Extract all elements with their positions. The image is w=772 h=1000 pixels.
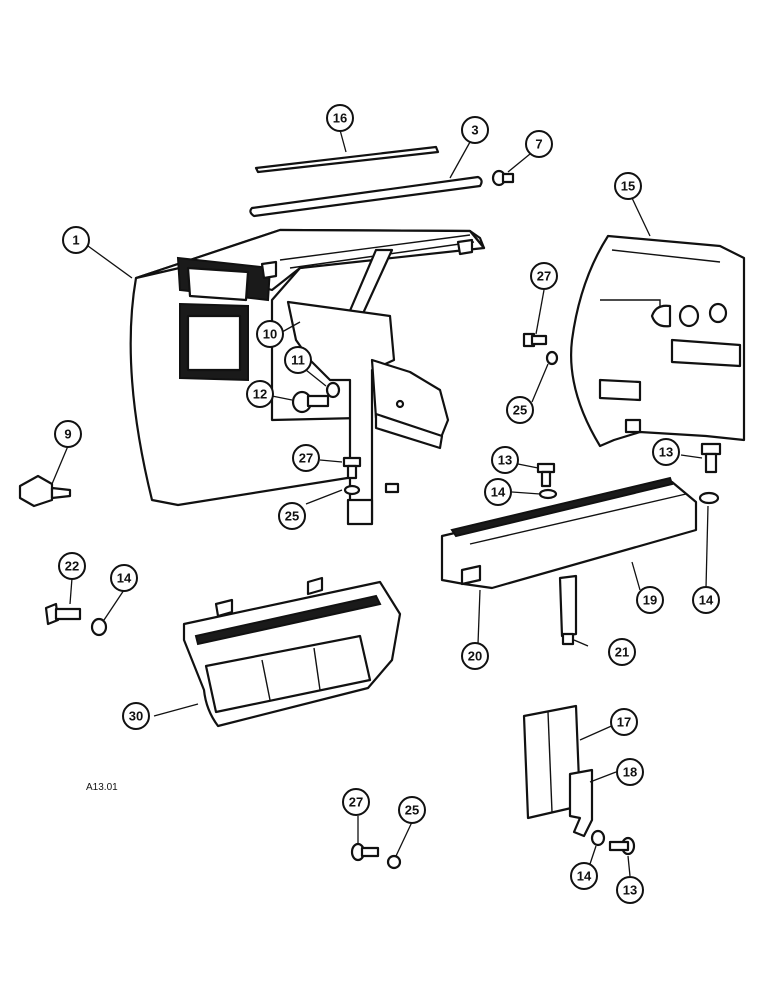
callout: 27: [342, 788, 370, 816]
part-13-bolt-right: [700, 442, 722, 474]
callout-label: 20: [468, 649, 482, 664]
callout: 20: [461, 642, 489, 670]
callout: 15: [614, 172, 642, 200]
callout-label: 25: [405, 803, 419, 818]
callout-label: 17: [617, 715, 631, 730]
part-7-screw: [491, 169, 515, 187]
part-27-bolt-bottom: [350, 842, 380, 862]
callout-label: 27: [349, 795, 363, 810]
callout: 22: [58, 552, 86, 580]
callout: 11: [284, 346, 312, 374]
callout: 13: [616, 876, 644, 904]
part-25-washer-center: [343, 484, 361, 496]
callout: 12: [246, 380, 274, 408]
callout: 25: [506, 396, 534, 424]
reference-code: A13.01: [86, 782, 118, 793]
part-30-lower-panel: [182, 576, 402, 728]
callout-label: 15: [621, 179, 635, 194]
callout: 10: [256, 320, 284, 348]
callout-label: 13: [498, 453, 512, 468]
callout-label: 14: [491, 485, 506, 500]
callout-label: 21: [615, 645, 629, 660]
callout: 7: [525, 130, 553, 158]
callout: 16: [326, 104, 354, 132]
callout-label: 27: [299, 451, 313, 466]
callout-label: 19: [643, 593, 657, 608]
part-18-clip: [568, 768, 594, 838]
part-1-main-panel: [129, 228, 486, 507]
callout-label: 9: [64, 427, 71, 442]
callout-label: 22: [65, 559, 79, 574]
callout: 27: [292, 444, 320, 472]
callout: 14: [110, 564, 138, 592]
callout: 25: [398, 796, 426, 824]
callout: 19: [636, 586, 664, 614]
callout: 30: [122, 702, 150, 730]
callout-label: 12: [253, 387, 267, 402]
callout: 27: [530, 262, 558, 290]
part-9-knob: [18, 474, 72, 508]
callout-label: 14: [699, 593, 714, 608]
callout: 14: [570, 862, 598, 890]
callout: 14: [692, 586, 720, 614]
callout: 1: [62, 226, 90, 254]
callout-label: 30: [129, 709, 143, 724]
part-3-rod: [249, 175, 483, 218]
callout-label: 16: [333, 111, 347, 126]
part-12-bolt: [291, 390, 330, 414]
part-15-side-panel: [570, 234, 746, 448]
callout-label: 1: [72, 233, 79, 248]
part-14-washer-mid: [538, 488, 558, 500]
part-27-bolt-center: [342, 456, 362, 480]
callout-label: 14: [577, 869, 592, 884]
part-21-post: [558, 574, 578, 646]
callout-label: 13: [623, 883, 637, 898]
part-13-bolt-bottom: [608, 836, 636, 856]
part-14-washer-bottom: [590, 829, 606, 847]
callout: 18: [616, 758, 644, 786]
callout: 25: [278, 502, 306, 530]
part-25-washer-right: [545, 350, 559, 366]
part-10-bracket: [286, 248, 450, 526]
callout-label: 25: [513, 403, 527, 418]
part-19-cover: [440, 476, 698, 590]
callout-label: 11: [291, 353, 305, 368]
callout-label: 18: [623, 765, 637, 780]
leader-lines: [51, 129, 709, 877]
callout: 17: [610, 708, 638, 736]
callout: 13: [491, 446, 519, 474]
callout: 9: [54, 420, 82, 448]
callout: 14: [484, 478, 512, 506]
callout-label: 7: [535, 137, 542, 152]
callout-label: 27: [537, 269, 551, 284]
callout-label: 14: [117, 571, 132, 586]
callout: 13: [652, 438, 680, 466]
part-13-bolt-mid: [536, 462, 556, 488]
callout: 21: [608, 638, 636, 666]
part-25-washer-bottom: [386, 854, 402, 870]
part-16-trim-strip: [254, 145, 440, 174]
callout-label: 3: [471, 123, 478, 138]
callout-label: 13: [659, 445, 673, 460]
part-14-washer-left: [90, 617, 108, 637]
part-22-bolt: [44, 602, 82, 626]
part-14-washer-right: [698, 491, 720, 505]
callout-label: 25: [285, 509, 299, 524]
callout-label: 10: [263, 327, 277, 342]
part-27-bolt-right: [522, 332, 548, 348]
callout: 3: [461, 116, 489, 144]
